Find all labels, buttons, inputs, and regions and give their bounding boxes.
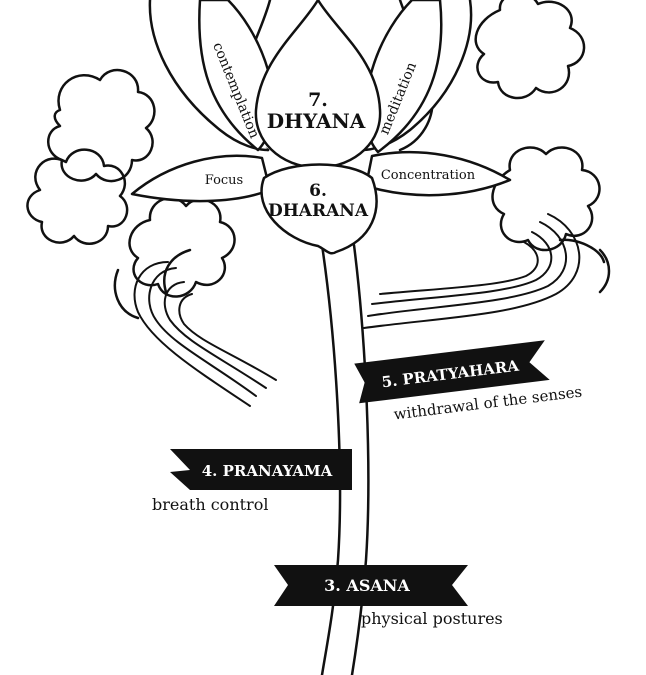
dhyana-title: DHYANA bbox=[267, 109, 366, 133]
base-petal bbox=[260, 163, 378, 255]
banner-pranayama: 4. PRANAYAMA bbox=[170, 449, 352, 490]
stem bbox=[320, 243, 370, 675]
left-wind bbox=[133, 261, 277, 407]
asana-subtitle: physical postures bbox=[361, 609, 503, 628]
concentration-label: Concentration bbox=[381, 168, 476, 183]
dharana-title: DHARANA bbox=[268, 201, 369, 221]
pranayama-subtitle: breath control bbox=[152, 495, 268, 514]
pranayama-title: 4. PRANAYAMA bbox=[202, 462, 333, 480]
leaves bbox=[130, 150, 512, 203]
left-cloud bbox=[26, 68, 236, 320]
banner-asana: 3. ASANA bbox=[274, 565, 468, 606]
dhyana-number: 7. bbox=[308, 89, 328, 111]
focus-label: Focus bbox=[205, 173, 243, 188]
banner-pratyahara: 5. PRATYAHARA bbox=[354, 340, 550, 404]
dharana-number: 6. bbox=[309, 181, 327, 201]
right-wind bbox=[363, 213, 581, 329]
asana-title: 3. ASANA bbox=[324, 576, 410, 595]
central-petal bbox=[254, 0, 382, 170]
right-cloud bbox=[474, 0, 611, 294]
